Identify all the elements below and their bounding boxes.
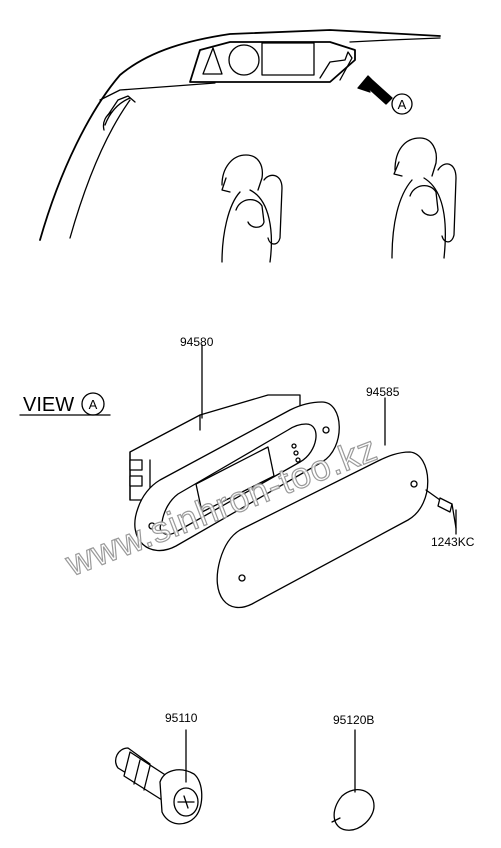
label-94585: 94585 (366, 385, 400, 399)
label-95110: 95110 (165, 711, 198, 725)
label-1243KC: 1243KC (431, 535, 475, 549)
accessory-parts: 95110 95120B (114, 711, 375, 831)
view-marker-letter: A (398, 97, 407, 112)
vehicle-interior-illustration: A (39, 29, 457, 263)
view-a-section: VIEW A (19, 335, 475, 609)
view-title-letter: A (89, 397, 98, 412)
cigar-lighter (114, 747, 203, 825)
screw (425, 489, 457, 529)
view-marker-circle: A (391, 93, 413, 115)
rear-occupant (391, 137, 457, 259)
cover-panel (216, 451, 429, 609)
label-95120B: 95120B (333, 713, 374, 727)
label-94580: 94580 (180, 335, 214, 349)
display-unit (129, 394, 340, 552)
view-title: VIEW (23, 394, 74, 416)
cap (331, 789, 375, 831)
front-occupant (221, 154, 283, 263)
view-title-marker: A (81, 392, 105, 416)
